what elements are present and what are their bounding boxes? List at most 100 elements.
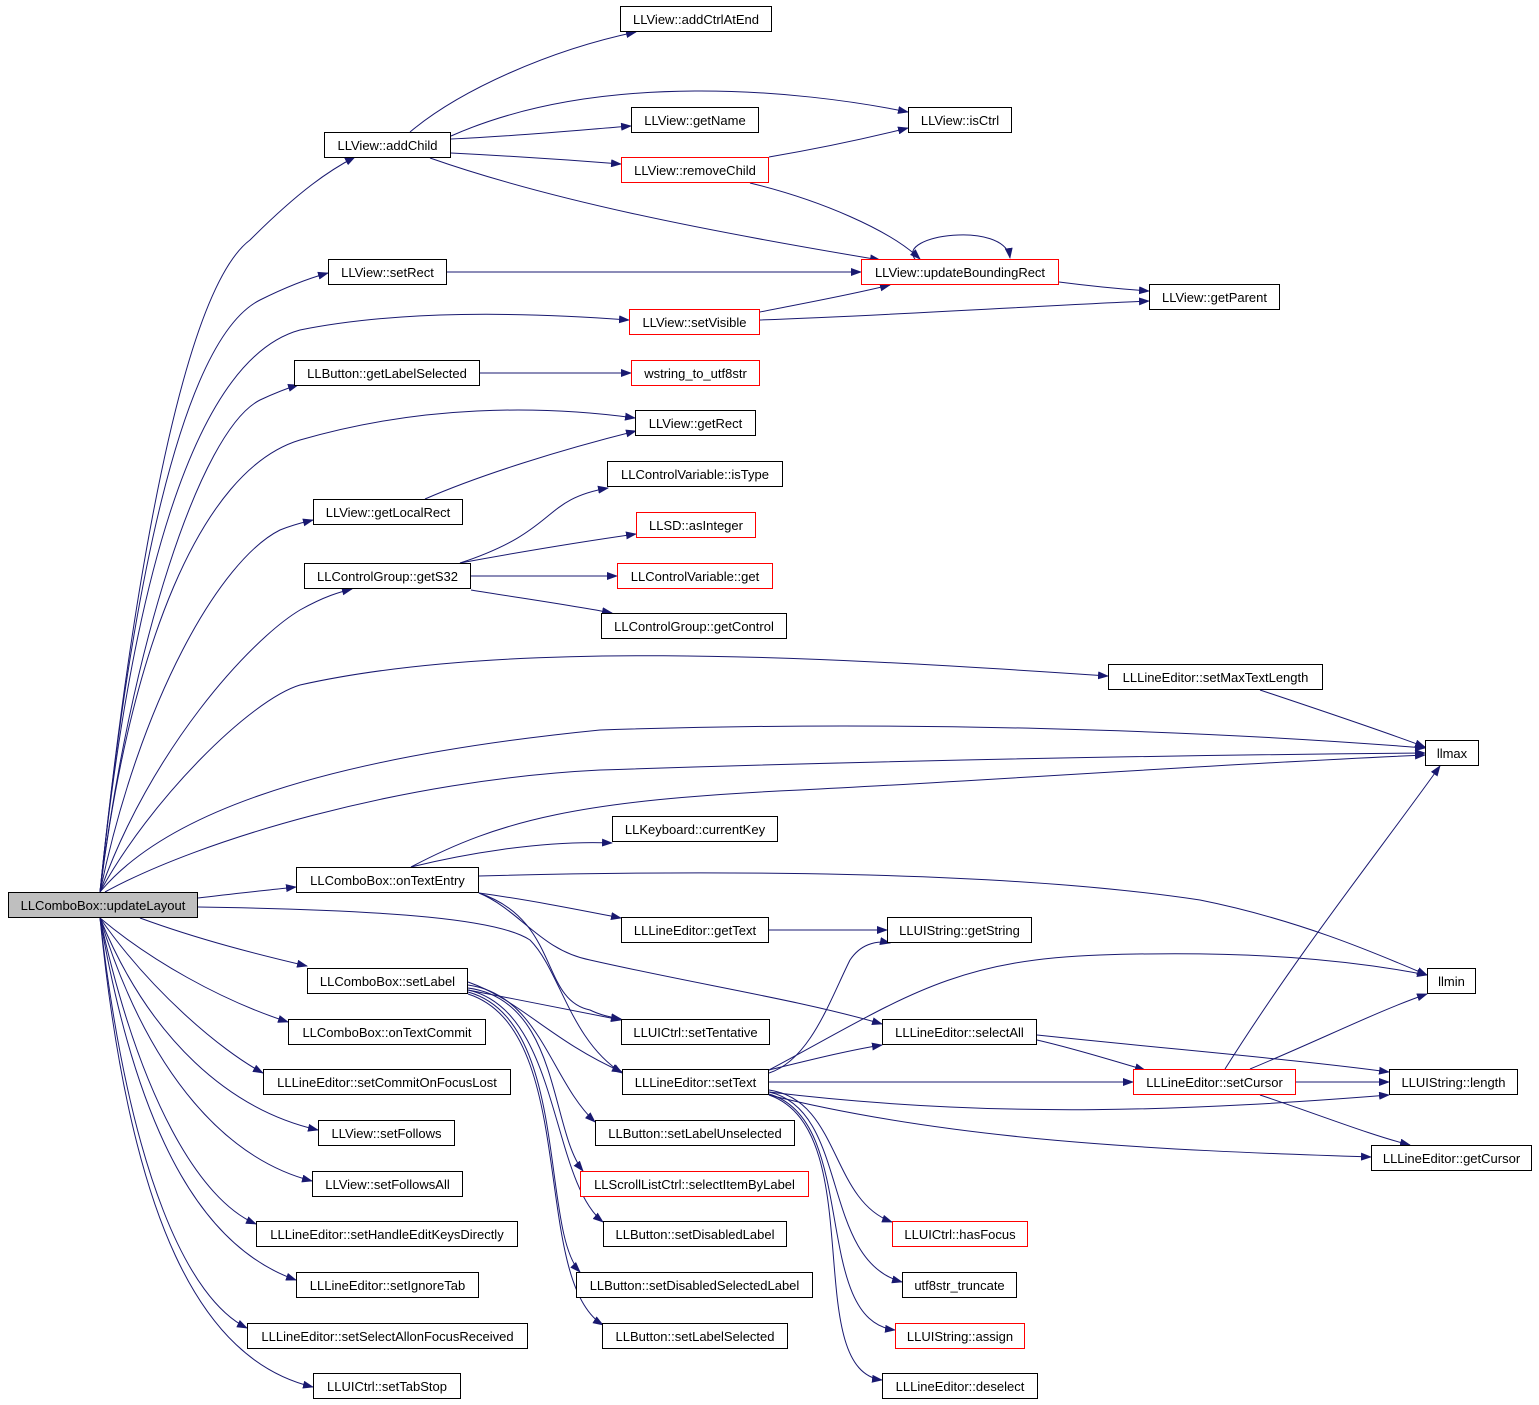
node-getString[interactable]: LLUIString::getString [887, 917, 1032, 943]
node-selectItemByLabel[interactable]: LLScrollListCtrl::selectItemByLabel [580, 1171, 809, 1197]
node-addCtrlAtEnd[interactable]: LLView::addCtrlAtEnd [620, 6, 772, 32]
node-setVisible[interactable]: LLView::setVisible [629, 309, 760, 335]
edge-onTextEntry-selectAll [478, 892, 883, 1026]
node-getLocalRect[interactable]: LLView::getLocalRect [313, 499, 463, 525]
node-setLabelSelected[interactable]: LLButton::setLabelSelected [602, 1323, 788, 1349]
node-utf8strTruncate[interactable]: utf8str_truncate [902, 1272, 1017, 1298]
node-getLabelSelected[interactable]: LLButton::getLabelSelected [294, 360, 480, 386]
node-setText[interactable]: LLLineEditor::setText [622, 1069, 769, 1095]
edge-setLabel-setText [467, 981, 623, 1073]
node-isType[interactable]: LLControlVariable::isType [607, 461, 783, 487]
node-setTabStop[interactable]: LLUICtrl::setTabStop [313, 1373, 461, 1399]
edge-updateLayout-getLocalRect [99, 518, 314, 893]
edge-updateLayout-llmax-mid [104, 749, 1426, 893]
node-setSelectAllonFocusReceived[interactable]: LLLineEditor::setSelectAllonFocusReceive… [247, 1323, 528, 1349]
edge-updateLayout-setFollowsAll [99, 917, 313, 1183]
node-setIgnoreTab[interactable]: LLLineEditor::setIgnoreTab [296, 1272, 479, 1298]
node-currentKey[interactable]: LLKeyboard::currentKey [612, 816, 778, 842]
node-setRect[interactable]: LLView::setRect [328, 259, 447, 285]
edge-setCursor-llmin [1249, 993, 1428, 1070]
node-setFollowsAll[interactable]: LLView::setFollowsAll [312, 1171, 463, 1197]
node-setDisabledLabel[interactable]: LLButton::setDisabledLabel [603, 1221, 787, 1247]
node-setLabel[interactable]: LLComboBox::setLabel [307, 968, 468, 994]
edge-selectAll-uistringLength [1036, 1034, 1390, 1075]
edge-setText-assign [768, 1093, 896, 1333]
edge-updateLayout-setMaxTextLength [99, 655, 1109, 893]
edge-addChild-getName [450, 122, 632, 140]
edge-updateBoundingRect-self [912, 234, 1013, 260]
edge-removeChild-updateBoundingRect [749, 182, 921, 260]
edge-updateLayout-setTabStop [99, 917, 314, 1389]
node-wstringToUtf8str[interactable]: wstring_to_utf8str [631, 360, 760, 386]
node-updateLayout: LLComboBox::updateLayout [8, 892, 198, 918]
edge-addChild-removeChild [450, 152, 622, 168]
node-setHandleEditKeysDirectly[interactable]: LLLineEditor::setHandleEditKeysDirectly [256, 1221, 518, 1247]
node-addChild[interactable]: LLView::addChild [324, 132, 451, 158]
node-llmax[interactable]: llmax [1425, 740, 1479, 766]
node-setTentative[interactable]: LLUICtrl::setTentative [621, 1019, 770, 1045]
node-uistringLength[interactable]: LLUIString::length [1389, 1069, 1518, 1095]
edge-getS32-isType [459, 485, 609, 564]
edge-updateLayout-onTextEntry [197, 884, 297, 899]
edge-setText-deselect [768, 1094, 883, 1383]
node-onTextCommit[interactable]: LLComboBox::onTextCommit [288, 1019, 486, 1045]
node-asInteger[interactable]: LLSD::asInteger [636, 512, 756, 538]
edge-updateLayout-llmax-top [99, 725, 1426, 893]
node-updateBoundingRect[interactable]: LLView::updateBoundingRect [861, 259, 1059, 285]
node-getRect[interactable]: LLView::getRect [635, 410, 756, 436]
edge-onTextEntry-setTentative [478, 892, 622, 1022]
edge-getLocalRect-getRect [424, 429, 637, 500]
node-setCursor[interactable]: LLLineEditor::setCursor [1133, 1069, 1296, 1095]
edge-onTextEntry-llmin [478, 872, 1428, 976]
node-getText[interactable]: LLLineEditor::getText [621, 917, 769, 943]
node-setFollows[interactable]: LLView::setFollows [318, 1120, 455, 1146]
node-removeChild[interactable]: LLView::removeChild [621, 157, 769, 183]
node-hasFocus[interactable]: LLUICtrl::hasFocus [892, 1221, 1028, 1247]
edge-setLabel-selectItemByLabel [467, 987, 584, 1172]
edge-setText-utf8strTruncate [768, 1091, 903, 1284]
node-isCtrl[interactable]: LLView::isCtrl [908, 107, 1012, 133]
edge-setCursor-getCursor [1259, 1094, 1411, 1147]
edge-selectAll-setCursor [1036, 1039, 1146, 1072]
node-assign[interactable]: LLUIString::assign [895, 1323, 1025, 1349]
node-getControl[interactable]: LLControlGroup::getControl [601, 613, 787, 639]
node-setMaxTextLength[interactable]: LLLineEditor::setMaxTextLength [1108, 664, 1323, 690]
node-llmin[interactable]: llmin [1427, 968, 1476, 994]
edge-setLabel-setLabelUnselected [467, 984, 596, 1123]
node-setLabelUnselected[interactable]: LLButton::setLabelUnselected [595, 1120, 795, 1146]
edge-getS32-asInteger [459, 531, 637, 564]
edge-addChild-isCtrl [450, 90, 909, 137]
node-setDisabledSelectedLabel[interactable]: LLButton::setDisabledSelectedLabel [576, 1272, 813, 1298]
edge-updateLayout-setIgnoreTab [99, 917, 297, 1281]
edge-getS32-getControl [470, 589, 613, 616]
node-getCursor[interactable]: LLLineEditor::getCursor [1371, 1145, 1532, 1171]
edge-updateBoundingRect-getParent [1058, 281, 1150, 295]
edge-setCursor-llmax [1224, 765, 1441, 1070]
edge-setText-selectAll [768, 1042, 883, 1071]
edge-setText-getCursor [768, 1094, 1372, 1161]
edge-updateLayout-getS32 [99, 587, 353, 893]
edge-updateLayout-setSelectAllonFocusReceived [99, 917, 248, 1329]
node-getName[interactable]: LLView::getName [631, 107, 759, 133]
node-onTextEntry[interactable]: LLComboBox::onTextEntry [296, 867, 479, 893]
edge-updateLayout-getLabelSelected [99, 384, 299, 893]
node-getS32[interactable]: LLControlGroup::getS32 [304, 563, 471, 589]
edge-updateLayout-setVisible [99, 313, 630, 893]
edge-updateLayout-setHandleEditKeysDirectly [99, 917, 257, 1225]
node-setCommitOnFocusLost[interactable]: LLLineEditor::setCommitOnFocusLost [263, 1069, 511, 1095]
edge-updateLayout-getRect [99, 409, 636, 893]
node-controlVariableGet[interactable]: LLControlVariable::get [617, 563, 773, 589]
edge-onTextEntry-getText [478, 892, 622, 921]
edge-setVisible-getParent [759, 297, 1150, 321]
node-getParent[interactable]: LLView::getParent [1149, 284, 1280, 310]
edge-setMaxTextLength-llmax [1259, 689, 1426, 748]
edge-removeChild-isCtrl [768, 126, 909, 158]
edge-updateLayout-setCommitOnFocusLost [99, 917, 264, 1074]
edge-setLabel-setDisabledSelectedLabel [467, 991, 581, 1273]
edge-onTextEntry-llmax [410, 751, 1426, 868]
edge-onTextEntry-currentKey [410, 838, 613, 868]
node-selectAll[interactable]: LLLineEditor::selectAll [882, 1019, 1037, 1045]
node-deselect[interactable]: LLLineEditor::deselect [882, 1373, 1038, 1399]
